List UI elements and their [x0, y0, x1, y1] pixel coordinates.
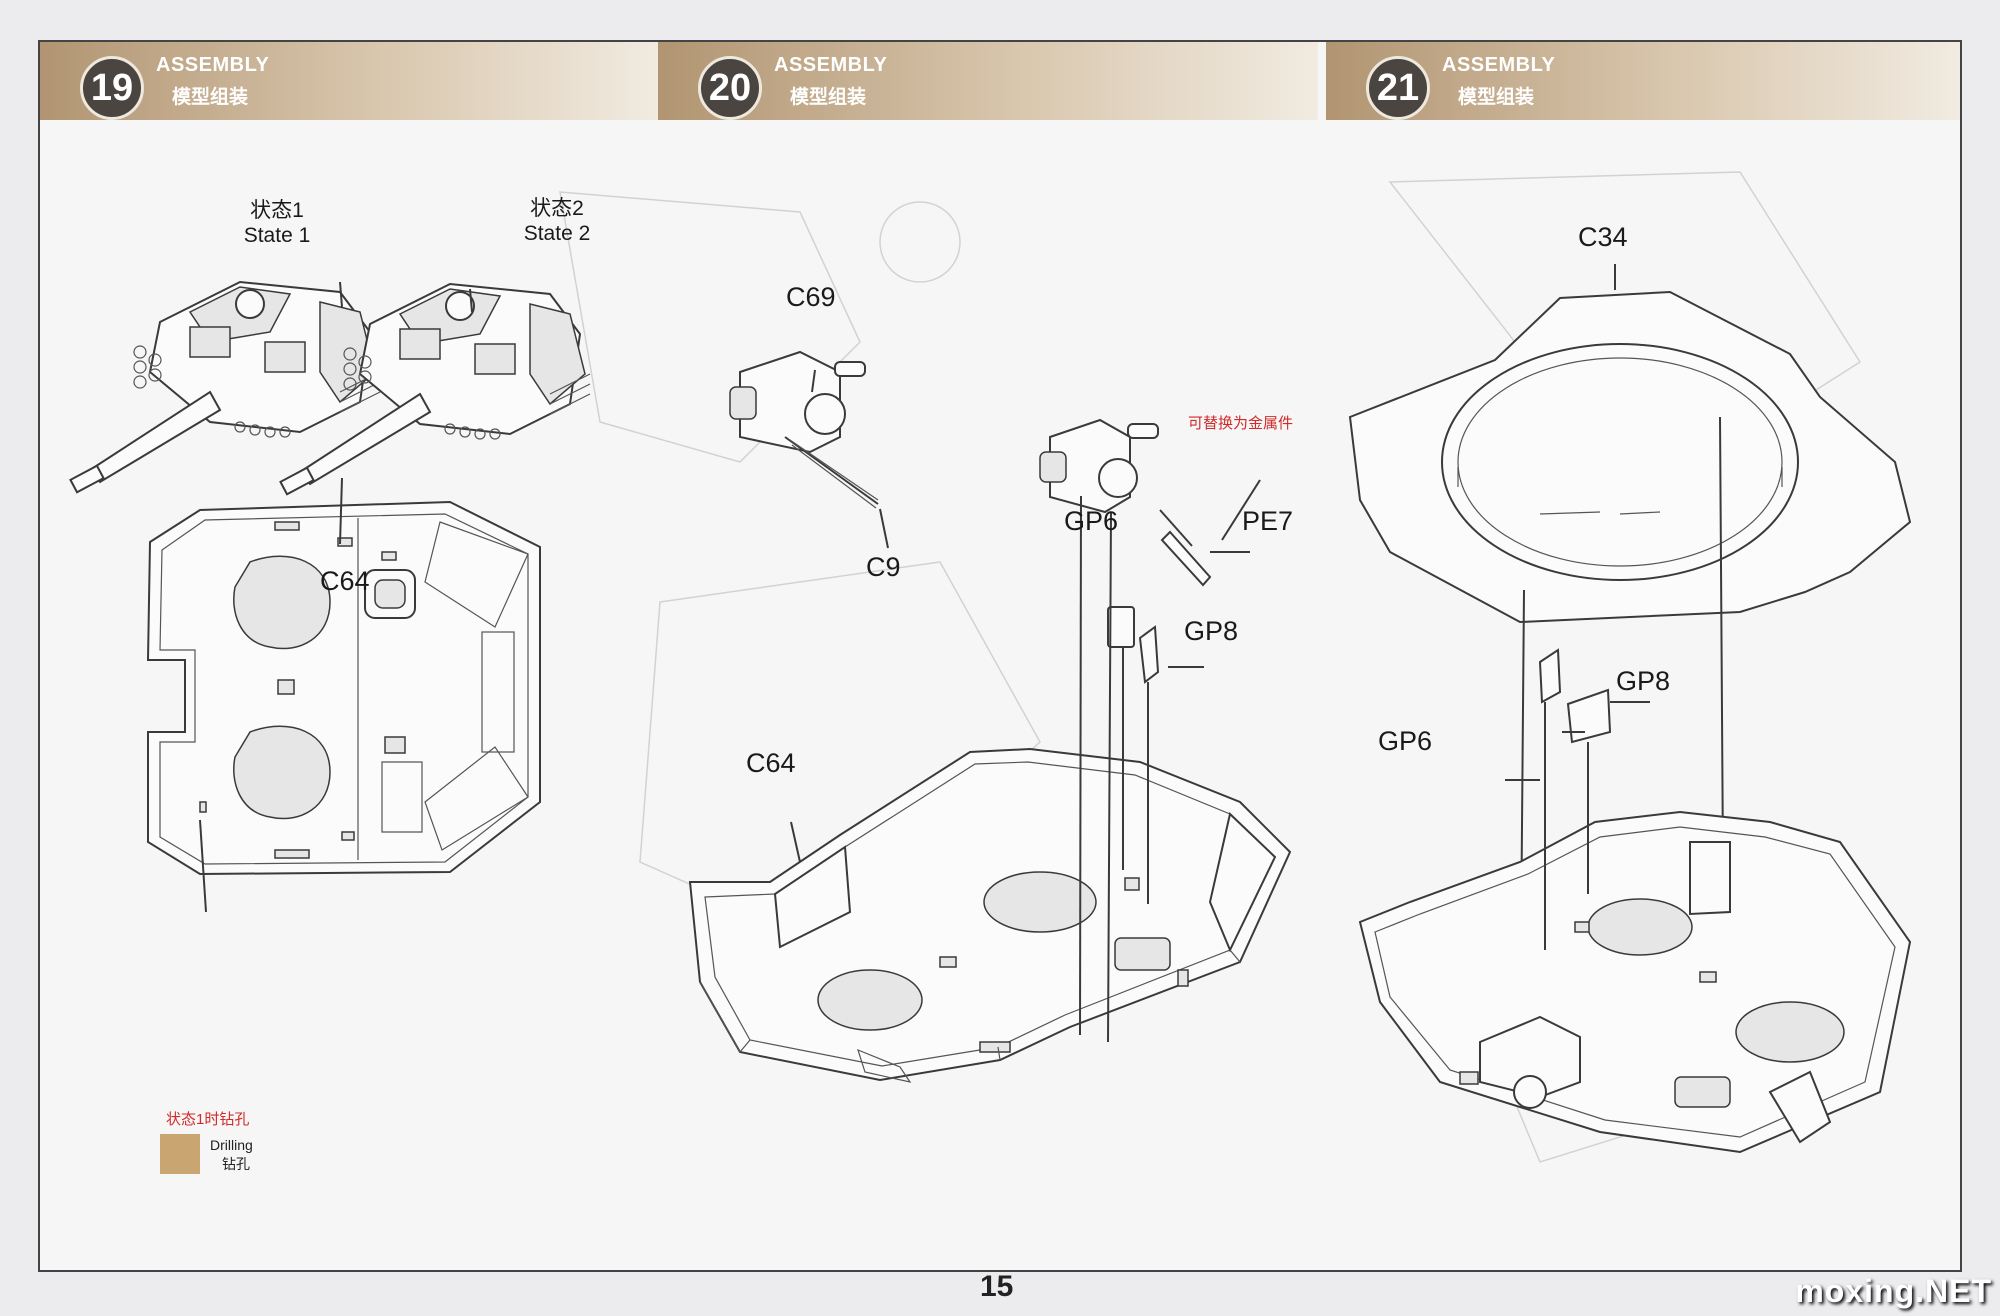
part-label-gp8-step20: GP8: [1184, 616, 1239, 646]
assembly-drawings: [69, 171, 1912, 1163]
turret-state-2: [279, 282, 591, 496]
c64-assembly-step-21: [1358, 648, 1912, 1154]
step-21-title: ASSEMBLY: [1442, 54, 1556, 76]
metal-replacement-note: 可替换为金属件: [1188, 415, 1294, 432]
part-label-c64-step20: C64: [746, 748, 796, 778]
part-label-pe7: PE7: [1242, 506, 1294, 536]
step-21-header: 21 ASSEMBLY 模型组装: [1326, 42, 1960, 120]
state-2-en-label: State 2: [523, 222, 591, 245]
part-label-c64-step19: C64: [320, 566, 370, 596]
turret-state-1: [69, 280, 381, 494]
state-1-en-label: State 1: [243, 224, 311, 247]
part-label-c34: C34: [1578, 222, 1628, 252]
part-label-gp8-step21: GP8: [1616, 666, 1671, 696]
step-21-number: 21: [1366, 56, 1430, 120]
state-2-cn-label: 状态2: [530, 197, 584, 220]
step-19-title: ASSEMBLY: [156, 54, 270, 76]
drilling-icon: [160, 1134, 200, 1174]
part-label-gp6-step21: GP6: [1378, 726, 1433, 756]
step-21-subtitle: 模型组装: [1458, 87, 1535, 108]
drilling-note: 状态1时钻孔: [166, 1111, 250, 1128]
part-c69-exploded: [729, 350, 889, 549]
site-watermark: moxing.NET: [1795, 1273, 1992, 1309]
part-c64-top-view: [146, 477, 541, 913]
step-19-header: 19 ASSEMBLY 模型组装: [40, 42, 660, 120]
part-label-c69: C69: [786, 282, 836, 312]
drilling-label-en: Drilling: [210, 1137, 253, 1153]
step-20-number: 20: [698, 56, 762, 120]
step-20-header: 20 ASSEMBLY 模型组装: [658, 42, 1318, 120]
drilling-label-cn: 钻孔: [222, 1156, 250, 1172]
part-c34-turret-ring: [1348, 264, 1912, 1063]
page-number: 15: [980, 1270, 1014, 1303]
step-19-subtitle: 模型组装: [172, 87, 249, 108]
part-label-gp6-step20: GP6: [1064, 506, 1119, 536]
step-19-number: 19: [80, 56, 144, 120]
c64-assembly-step-20: [688, 418, 1292, 1083]
step-20-subtitle: 模型组装: [790, 87, 867, 108]
state-1-cn-label: 状态1: [250, 199, 304, 222]
instruction-page: 19 ASSEMBLY 模型组装 20 ASSEMBLY 模型组装 21 ASS…: [38, 40, 1962, 1272]
part-label-c9: C9: [866, 552, 901, 582]
step-20-title: ASSEMBLY: [774, 54, 888, 76]
